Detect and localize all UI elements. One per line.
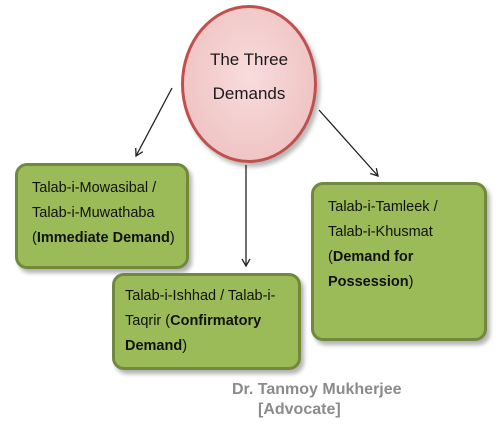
node-middle-line2-plain: Taqrir (: [125, 313, 171, 329]
author-role: [Advocate]: [258, 401, 341, 418]
node-right-bold1: Demand for: [332, 249, 414, 265]
node-right-bold2: Possession: [328, 274, 409, 290]
center-node-label: The Three Demands: [209, 50, 289, 103]
center-node: The Three Demands: [181, 5, 317, 163]
node-middle-line2: Taqrir (Confirmatory: [125, 309, 292, 334]
node-left-line1: Talab-i-Mowasibal /: [32, 180, 157, 196]
node-right-line3: (Demand for: [328, 245, 478, 270]
node-right-line1: Talab-i-Tamleek /: [328, 199, 438, 215]
node-right-line2: Talab-i-Khusmat: [328, 224, 433, 240]
arrow-to-left: [135, 87, 173, 158]
node-immediate-demand: Talab-i-Mowasibal / Talab-i-Muwathaba (I…: [15, 163, 189, 269]
paren-close: ): [182, 338, 188, 354]
node-right-line4: Possession): [328, 270, 478, 295]
paren-close: ): [169, 230, 175, 246]
node-left-bold: Immediate Demand: [36, 230, 170, 246]
node-left-line3: (Immediate Demand): [32, 226, 180, 251]
paren-open: (: [32, 230, 37, 246]
node-middle-line1: Talab-i-Ishhad / Talab-i-: [125, 288, 276, 304]
node-middle-line3-bold: Demand: [125, 338, 183, 354]
node-middle-line2-bold: Confirmatory: [170, 313, 262, 329]
node-demand-for-possession: Talab-i-Tamleek / Talab-i-Khusmat (Deman…: [311, 182, 487, 341]
node-middle-line3: Demand): [125, 334, 292, 359]
node-confirmatory-demand: Talab-i-Ishhad / Talab-i- Taqrir (Confir…: [112, 273, 301, 370]
arrow-to-right: [318, 109, 379, 177]
node-left-line2: Talab-i-Muwathaba: [32, 205, 155, 221]
paren-open: (: [328, 249, 333, 265]
paren-close: ): [408, 274, 414, 290]
author-name: Dr. Tanmoy Mukherjee: [232, 381, 402, 398]
